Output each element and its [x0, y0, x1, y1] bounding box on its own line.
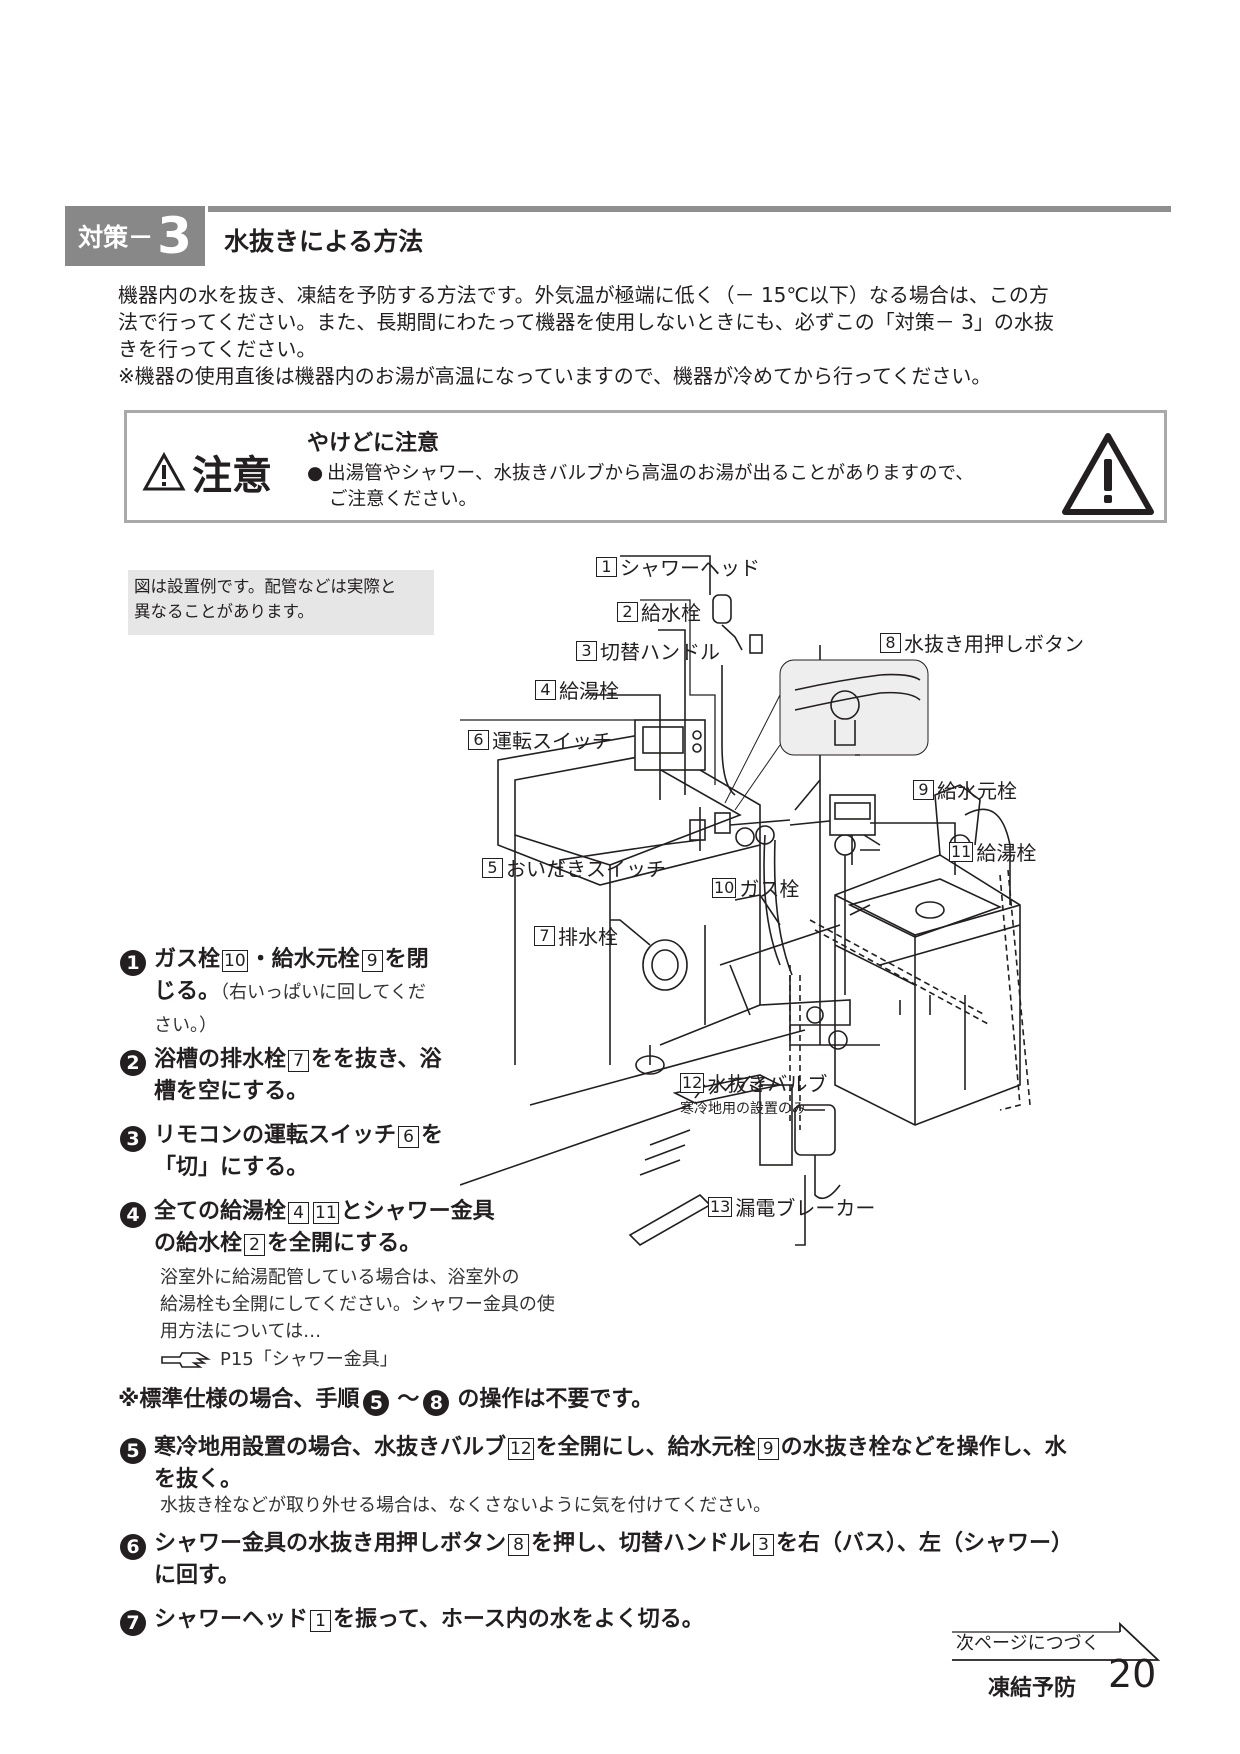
warning-large-icon: [1062, 433, 1154, 515]
section-tag-text: 対策－: [78, 223, 154, 252]
bullet: ●: [307, 463, 324, 484]
intro-line: ※機器の使用直後は機器内のお湯が高温になっていますので、機器が冷めてから行ってく…: [118, 364, 992, 388]
arrow-right-icon: [952, 1621, 1161, 1661]
caution-word: 注意: [142, 443, 272, 501]
caution-title: やけどに注意: [307, 431, 440, 456]
step-number: 7: [120, 1610, 146, 1636]
caution-line: 出湯管やシャワー、水抜きバルブから高温のお湯が出ることがありますので、: [327, 463, 974, 484]
step-4-detail: 浴室外に給湯配管している場合は、浴室外の 給湯栓も全開にしてください。シャワー金…: [160, 1267, 555, 1342]
caution-line: ご注意ください。: [329, 489, 478, 510]
step-number: 6: [120, 1534, 146, 1560]
caution-box: 注意 やけどに注意 ●出湯管やシャワー、水抜きバルブから高温のお湯が出ることがあ…: [124, 410, 1167, 523]
step-number: 2: [120, 1050, 146, 1076]
step-4-reference: P15「シャワー金具」: [160, 1346, 398, 1373]
label-drain-valve-note: 寒冷地用の設置のみ: [680, 1101, 806, 1117]
intro-line: 法で行ってください。また、長期間にわたって機器を使用しないときにも、必ずこの「対…: [118, 310, 1054, 334]
step-number: 1: [120, 950, 146, 976]
next-page-text: 次ページにつづく: [956, 1633, 1100, 1654]
bathroom-diagram: [460, 555, 1031, 1246]
step-number: 3: [120, 1126, 146, 1152]
diagram-note: 図は設置例です。配管などは実際と 異なることがあります。: [128, 570, 434, 635]
step-number: 4: [120, 1202, 146, 1228]
step-number: 5: [120, 1438, 146, 1464]
footer-label: 凍結予防: [988, 1676, 1077, 1701]
warning-icon: [142, 452, 186, 491]
intro-line: 機器内の水を抜き、凍結を予防する方法です。外気温が極端に低く（－ 15℃以下）な…: [118, 283, 1049, 307]
caution-text: ●出湯管やシャワー、水抜きバルブから高温のお湯が出ることがありますので、 ご注意…: [307, 461, 1077, 513]
intro-text: 機器内の水を抜き、凍結を予防する方法です。外気温が極端に低く（－ 15℃以下）な…: [118, 282, 1168, 390]
next-page-indicator: 次ページにつづく: [950, 1620, 1161, 1668]
page-number: 20: [1108, 1652, 1157, 1696]
note-line: 異なることがあります。: [134, 602, 314, 621]
note-line: 図は設置例です。配管などは実際と: [134, 577, 397, 596]
section-title: 水抜きによる方法: [224, 227, 424, 256]
caution-label: 注意: [192, 453, 272, 499]
intro-line: きを行ってください。: [118, 337, 317, 361]
step-5-detail: 水抜き栓などが取り外せる場合は、なくさないように気を付けてください。: [160, 1495, 772, 1516]
section-number: 3: [157, 207, 192, 265]
section-rule: [208, 206, 1171, 212]
pointing-hand-icon: [161, 1351, 211, 1368]
section-tag: 対策－3: [65, 206, 205, 266]
